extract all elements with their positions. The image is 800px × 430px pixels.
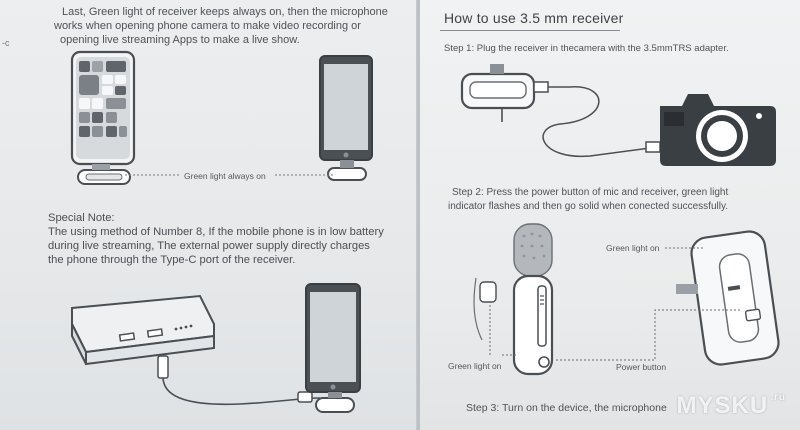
special-note-line-1: The using method of Number 8, If the mob… [48,226,384,238]
green-light-always-on-label: Green light always on [184,171,266,181]
section-title-underline [440,30,620,31]
step-3-text: Step 3: Turn on the device, the micropho… [466,402,667,414]
iphone-illustration [70,50,136,185]
receiver-illustration [676,230,780,366]
charging-cable [157,355,321,406]
green-light-on-mic-label: Green light on [448,361,502,371]
green-light-leader-line [125,174,335,176]
power-button-label: Power button [616,362,667,372]
special-note-line-3: the phone through the Type-C port of the… [48,254,296,266]
step-2-line-2: indicator flashes and then go solid when… [448,201,728,212]
section-title: How to use 3.5 mm receiver [444,10,624,26]
intro-line-2: works when opening phone camera to make … [54,20,361,32]
left-page: -c Last, Green light of receiver keeps a… [0,0,418,430]
intro-line-1: Last, Green light of receiver keeps alwa… [62,6,388,18]
receiver-to-camera-illustration [460,64,776,166]
android-phone-illustration [319,55,373,181]
book-fold [416,0,422,430]
page-edge-mark: -c [2,38,10,48]
microphone-illustration [473,223,554,376]
watermark: MYSKU.ru [676,392,786,419]
special-note-line-2: during live streaming, The external powe… [48,240,370,252]
power-bank-illustration [71,294,215,366]
right-page: How to use 3.5 mm receiver Step 1: Plug … [420,0,800,430]
special-note-title: Special Note: [48,212,115,224]
step-2-line-1: Step 2: Press the power button of mic an… [452,187,729,198]
step-2-leader-lines [489,247,740,361]
android-phone-charging-illustration [305,283,361,413]
step-1-text: Step 1: Plug the receiver in thecamera w… [444,43,729,54]
green-light-on-receiver-label: Green light on [606,243,660,253]
intro-line-3: opening live streaming Apps to make a li… [60,34,300,46]
